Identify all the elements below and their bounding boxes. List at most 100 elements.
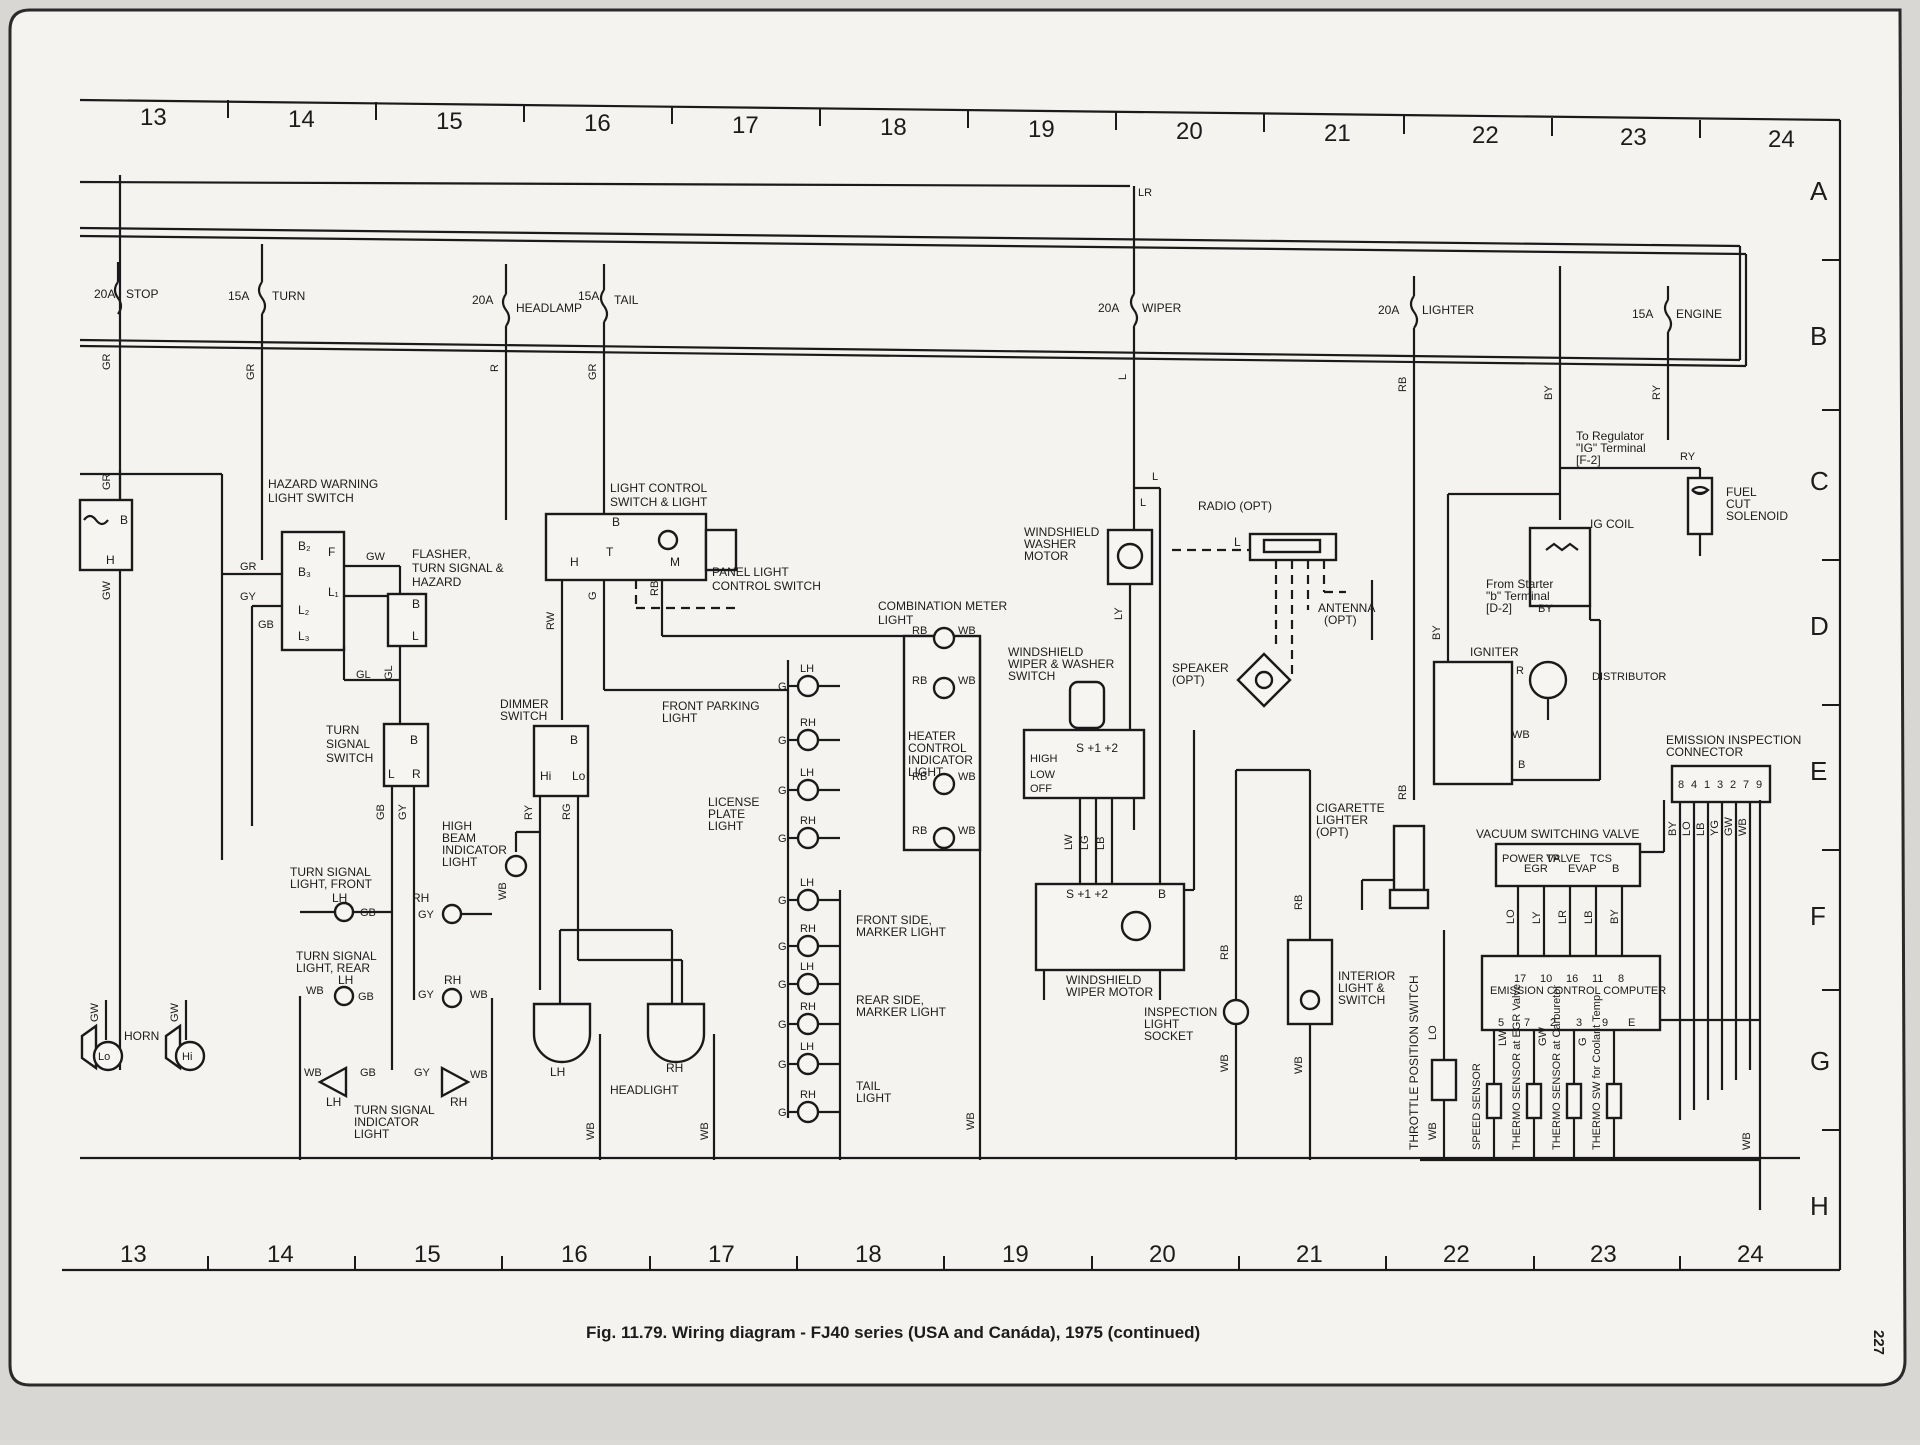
- lcs-h: H: [570, 555, 579, 569]
- vsv-wire-code: LY: [1531, 911, 1543, 924]
- speed-sensor-label: SPEED SENSOR: [1471, 1063, 1483, 1150]
- wire-wb-insp: WB: [1219, 1054, 1231, 1072]
- antenna-label-2: (OPT): [1324, 613, 1357, 627]
- wiper-pos-low: LOW: [1030, 769, 1056, 781]
- vsv-port: EVAP: [1568, 863, 1597, 875]
- column-label-top: 18: [880, 114, 907, 141]
- fuse-lighter: 20A LIGHTER: [1378, 295, 1474, 329]
- connector-wire-code: LO: [1681, 821, 1693, 836]
- lamp-wire-g: G: [778, 1019, 787, 1031]
- wire-wb-ind: WB: [304, 1067, 322, 1079]
- row-label: G: [1810, 1046, 1830, 1076]
- radio-label: RADIO (OPT): [1198, 499, 1272, 513]
- lamp: [796, 1100, 820, 1124]
- meter-wire-wb: WB: [958, 675, 976, 687]
- flasher-label-2: TURN SIGNAL &: [412, 561, 504, 575]
- washer-label-2: WASHER: [1024, 537, 1077, 551]
- meter-wire-rb: RB: [912, 825, 927, 837]
- wire-gb-ind: GB: [360, 1067, 376, 1079]
- turn-rear-lh: LH: [338, 973, 353, 987]
- relay-b: B: [120, 513, 128, 527]
- row-label: E: [1810, 756, 1827, 786]
- wire-gr-turn: GR: [245, 363, 257, 380]
- fuse-tail-name: TAIL: [614, 293, 639, 307]
- figure-caption: Fig. 11.79. Wiring diagram - FJ40 series…: [586, 1323, 1200, 1342]
- indicator-rh: RH: [450, 1095, 467, 1109]
- column-label-top: 22: [1472, 122, 1499, 149]
- wire-wb-hl: WB: [585, 1122, 597, 1140]
- fuse-turn: 15A TURN: [228, 281, 305, 315]
- meter-wire-rb: RB: [912, 625, 927, 637]
- turn-rear-rh: RH: [444, 973, 461, 987]
- connector-wire-code: GW: [1723, 816, 1735, 836]
- turn-rear-label-2: LIGHT, REAR: [296, 961, 370, 975]
- wire-gb-turn: GB: [375, 804, 387, 820]
- column-label-bottom: 13: [120, 1241, 147, 1268]
- indicator-lh: LH: [326, 1095, 341, 1109]
- lamp: [796, 888, 820, 912]
- row-label: F: [1810, 901, 1826, 931]
- cigarette-label-1: CIGARETTE: [1316, 801, 1385, 815]
- washer-label-1: WINDSHIELD: [1024, 525, 1100, 539]
- wiper-switch-label-3: SWITCH: [1008, 669, 1055, 683]
- fuse-tail: 15A TAIL: [578, 289, 639, 323]
- fuel-cut-label-2: CUT: [1726, 497, 1751, 511]
- wire-lr: LR: [1138, 187, 1152, 199]
- turn-switch-label-3: SWITCH: [326, 751, 373, 765]
- wire-wb-ecc: WB: [1741, 1132, 1753, 1150]
- column-label-top: 16: [584, 110, 611, 137]
- wire-gy-rear: GY: [418, 989, 435, 1001]
- fuse-lighter-rating: 20A: [1378, 303, 1399, 317]
- interior-label-2: LIGHT &: [1338, 981, 1384, 995]
- meter-lamp: [932, 772, 956, 796]
- wire-gr-hazard: GR: [240, 561, 257, 573]
- wire-rb-insp: RB: [1219, 945, 1231, 960]
- wire-l: L: [1117, 374, 1129, 380]
- inspection-socket: INSPECTION LIGHT SOCKET RB WB: [1144, 768, 1310, 1160]
- ecc-pin-bottom: 9: [1602, 1017, 1608, 1029]
- ecc-label: EMISSION CONTROL COMPUTER: [1490, 985, 1666, 997]
- vsv-port: POWER VALVE: [1502, 853, 1580, 865]
- connector-pin: 7: [1743, 779, 1749, 791]
- ecc-pin-top: 10: [1540, 973, 1552, 985]
- fuel-cut-label-1: FUEL: [1726, 485, 1757, 499]
- interior-label-1: INTERIOR: [1338, 969, 1396, 983]
- wire-lw: LW: [1063, 834, 1075, 850]
- wire-lg: LG: [1079, 835, 1091, 850]
- fuse-engine: 15A ENGINE: [1632, 299, 1722, 333]
- wire-by-starter: BY: [1538, 603, 1553, 615]
- lamp-wire-g: G: [778, 1107, 787, 1119]
- meter-lamp: [932, 626, 956, 650]
- lamp-wire-g: G: [778, 1059, 787, 1071]
- wire-wb-int: WB: [1293, 1056, 1305, 1074]
- turn-switch-b: B: [410, 733, 418, 747]
- ecc-pin-top: 17: [1514, 973, 1526, 985]
- column-label-bottom: 14: [267, 1241, 294, 1268]
- sensor-body: [1605, 1082, 1623, 1120]
- wire-wb-hl-rh: WB: [699, 1122, 711, 1140]
- column-label-top: 24: [1768, 126, 1795, 153]
- regulator-label-1: To Regulator: [1576, 429, 1644, 443]
- panel-light-label-1: PANEL LIGHT: [712, 565, 789, 579]
- wiper-pos-high: HIGH: [1030, 753, 1058, 765]
- column-label-bottom: 19: [1002, 1241, 1029, 1268]
- wire-rb-int: RB: [1293, 895, 1305, 910]
- speaker-label-1: SPEAKER: [1172, 661, 1229, 675]
- speaker-label-2: (OPT): [1172, 673, 1205, 687]
- fuse-stop-name: STOP: [126, 287, 158, 301]
- ecc-pin-bottom: E: [1628, 1017, 1635, 1029]
- column-label-bottom: 16: [561, 1241, 588, 1268]
- column-label-top: 17: [732, 112, 759, 139]
- wire-gw-relay: GW: [101, 580, 113, 600]
- column-label-bottom: 20: [1149, 1241, 1176, 1268]
- lamp: [796, 972, 820, 996]
- hazard-pin-f: F: [328, 545, 335, 559]
- row-label: C: [1810, 466, 1829, 496]
- connector-pin: 2: [1730, 779, 1736, 791]
- turn-front-label-1: TURN SIGNAL: [290, 865, 371, 879]
- wiper-motor-label-1: WINDSHIELD: [1066, 973, 1142, 987]
- license-label-2: PLATE: [708, 807, 745, 821]
- fuse-engine-name: ENGINE: [1676, 307, 1722, 321]
- meter-lamp: [932, 676, 956, 700]
